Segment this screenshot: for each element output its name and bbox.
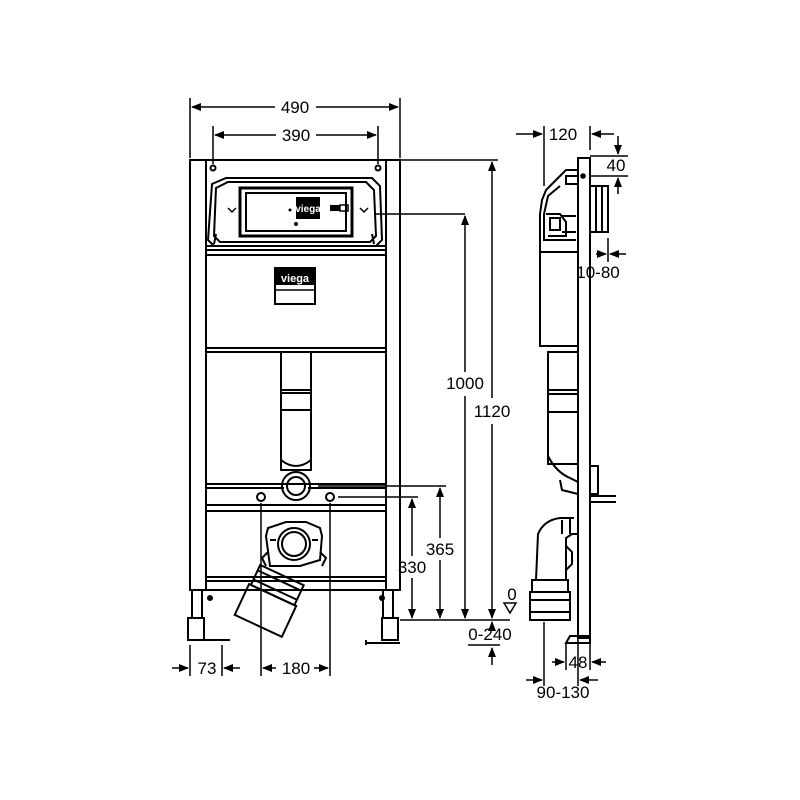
flush-outlet-ring: [281, 471, 311, 501]
dim-90-130-label: 90-130: [537, 683, 590, 702]
side-view: [529, 157, 616, 644]
left-foot-upper: [191, 589, 203, 619]
dim-365: [318, 485, 446, 619]
bolt-hole-right: [325, 492, 335, 502]
viega-logo-tile: [296, 197, 320, 219]
dim-180-label: 180: [282, 659, 310, 678]
dim-0-label: 0: [507, 585, 516, 604]
flush-plate-housing: viega: [206, 177, 386, 251]
dim-48: [552, 643, 606, 670]
dim-390-label: 390: [282, 126, 310, 145]
dim-180: [260, 503, 331, 676]
dim-1000-label: 1000: [446, 374, 484, 393]
side-post: [577, 157, 591, 639]
dim-330: [338, 496, 418, 619]
left-marker: [227, 207, 237, 214]
crossbars: [206, 483, 386, 582]
viega-plate-text: viega: [281, 273, 310, 285]
dim-90-130: [526, 622, 598, 686]
dim-490-label: 490: [281, 98, 309, 117]
dim-0-240-label: 0-240: [468, 625, 511, 644]
floor-zero-marker: [502, 602, 518, 615]
dim-0-240: [468, 621, 500, 665]
indicator-block: [330, 205, 340, 211]
flush-button-frame: [238, 186, 354, 238]
mount-hole-right: [374, 164, 382, 172]
dim-1120: [400, 159, 498, 619]
dim-10-80-label: 10-80: [576, 263, 619, 282]
bolt-hole-left: [256, 492, 266, 502]
foot-bolt-right: [379, 595, 385, 601]
dim-1120-label: 1120: [474, 402, 511, 421]
viega-logo-text: viega: [295, 204, 321, 215]
dim-330-label: 330: [398, 558, 426, 577]
side-adjuster: [589, 185, 609, 233]
drain-assembly: [233, 521, 328, 639]
mount-hole-left: [209, 164, 217, 172]
flush-pipe: [280, 351, 312, 501]
viega-plate: [274, 267, 316, 305]
dim-390: [212, 126, 379, 164]
right-foot: [381, 617, 399, 641]
front-view-frame: [187, 159, 401, 645]
dim-73: [172, 645, 240, 676]
dim-490: [189, 98, 401, 158]
right-marker: [359, 207, 369, 214]
dim-120-label: 120: [549, 125, 577, 144]
dim-40: [590, 136, 628, 194]
flush-button-inner: [245, 192, 347, 232]
dim-10-80: [577, 238, 626, 262]
frame-outline: [189, 159, 401, 591]
dim-40-label: 40: [607, 156, 626, 175]
left-foot: [187, 617, 205, 641]
dim-120: [516, 126, 614, 186]
dim-73-label: 73: [198, 659, 217, 678]
cistern-body: viega: [206, 254, 386, 353]
foot-bolt-left: [207, 595, 213, 601]
dim-365-label: 365: [426, 540, 454, 559]
right-foot-upper: [382, 589, 394, 619]
